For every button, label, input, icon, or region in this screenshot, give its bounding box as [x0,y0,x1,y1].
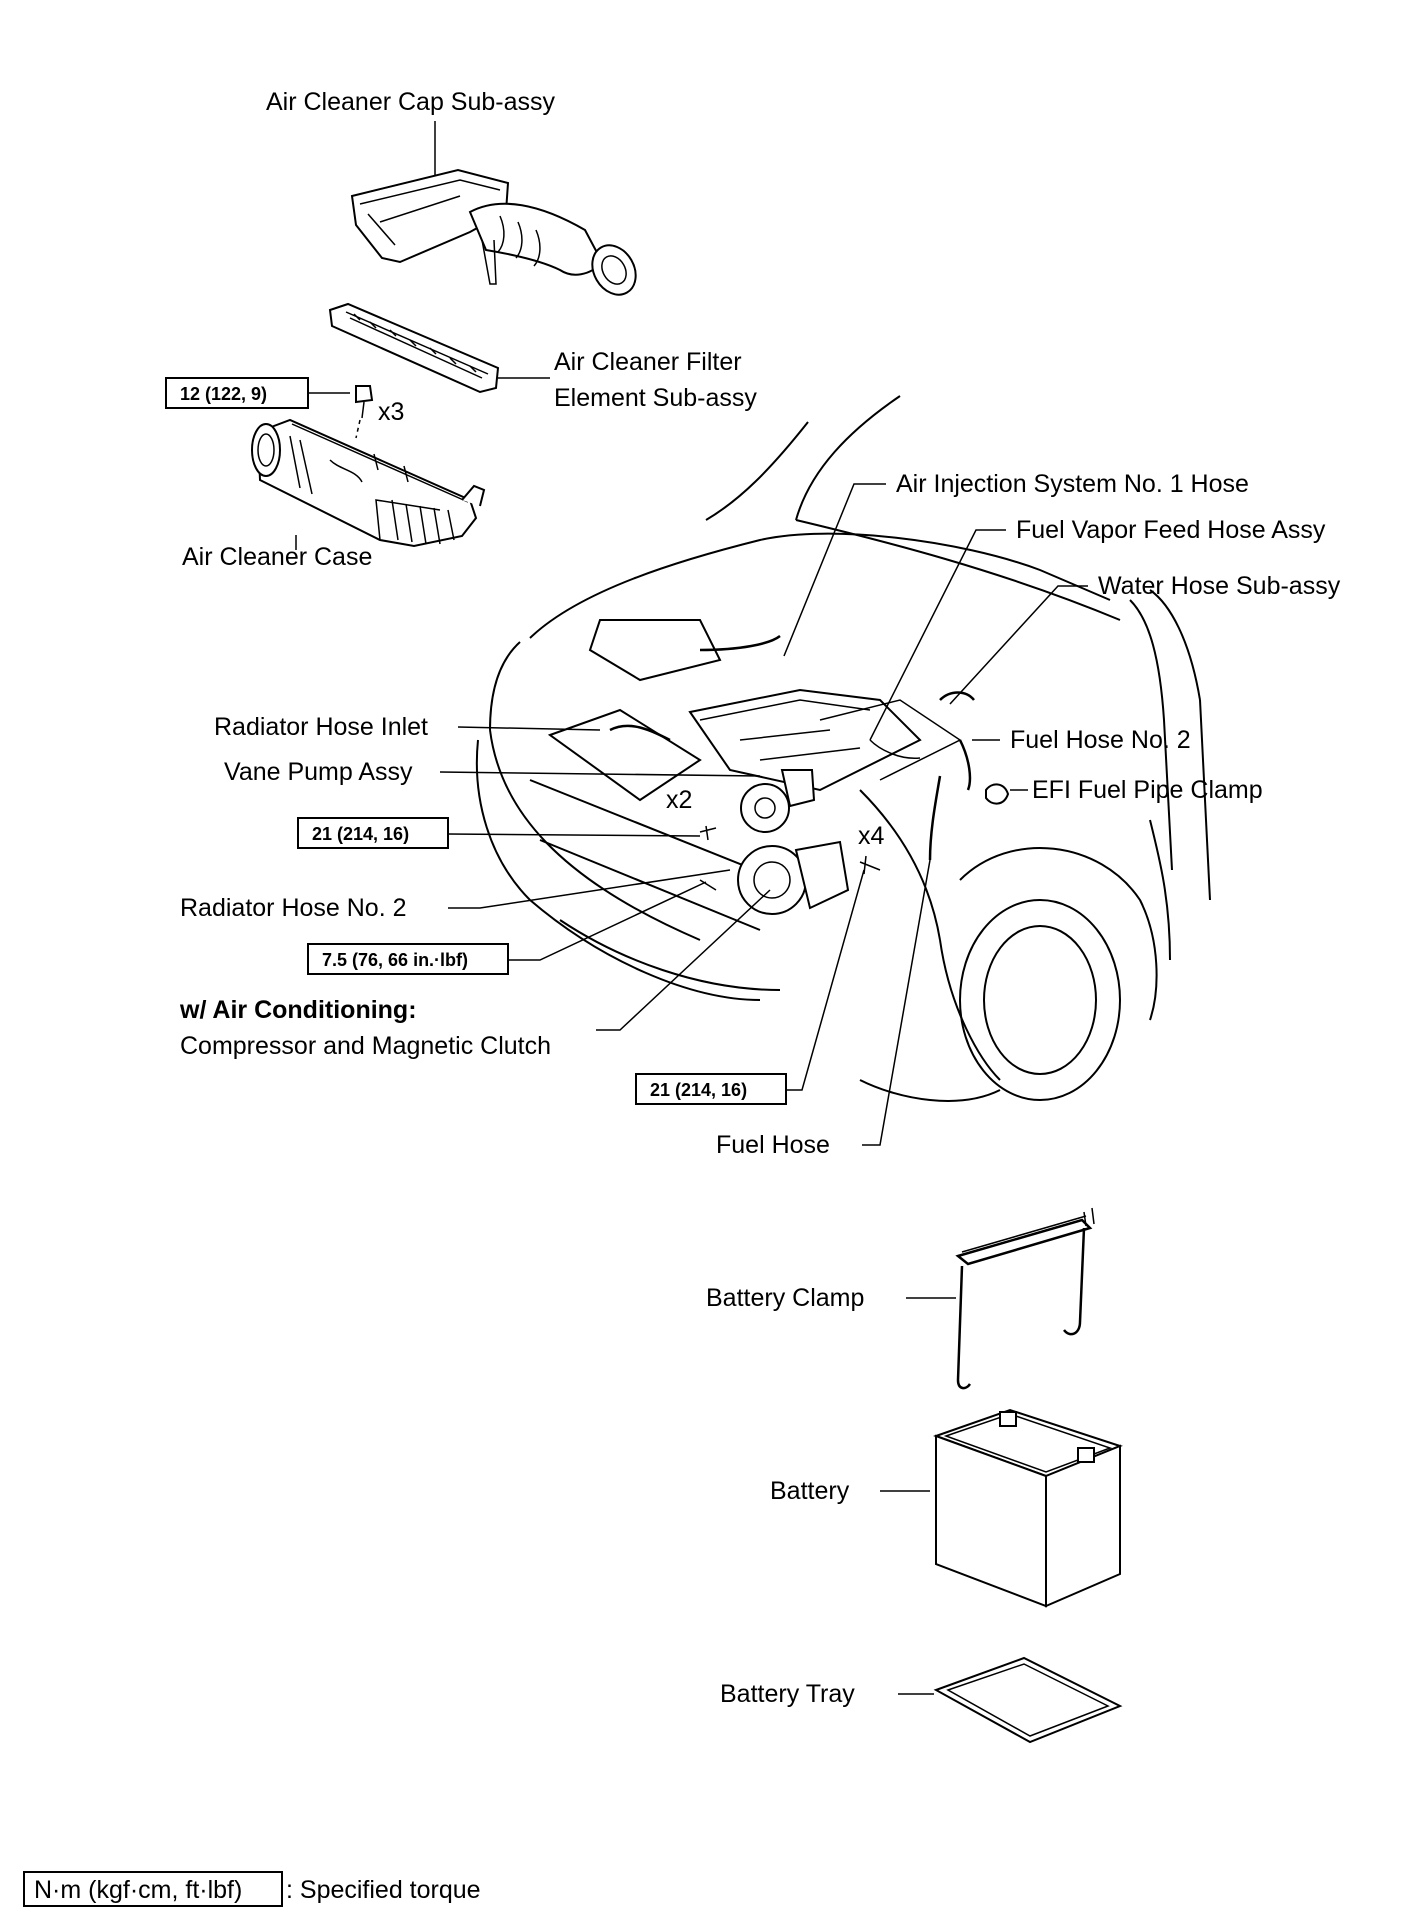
battery-clamp-illustration [955,1207,1095,1390]
air-cleaner-case-illustration [251,418,486,548]
label-compressor: Compressor and Magnetic Clutch [180,1032,551,1060]
qty-x4: x4 [858,822,885,850]
leader-compressor [596,889,771,1031]
leader-water-hose [949,585,1088,705]
label-air-conditioning-heading: w/ Air Conditioning: [179,996,417,1024]
label-vane-pump: Vane Pump Assy [224,758,413,786]
label-air-cleaner-filter-line1: Air Cleaner Filter [554,348,742,376]
label-battery: Battery [770,1477,850,1505]
qty-x3: x3 [378,398,404,426]
leader-radiator-hose-inlet [457,726,601,731]
label-air-cleaner-case: Air Cleaner Case [182,543,372,571]
legend-unit: N·m (kgf·cm, ft·lbf) [34,1876,242,1904]
torque-box-pump-bolt [297,817,449,849]
legend-unit-box [23,1871,283,1907]
label-radiator-hose-inlet: Radiator Hose Inlet [214,713,428,741]
torque-box-hose-bolt [307,943,509,975]
leader-fuel-hose [862,859,931,1146]
label-water-hose: Water Hose Sub-assy [1098,572,1341,600]
battery-tray-illustration [933,1656,1123,1744]
torque-pump-bolt: 21 (214, 16) [312,824,409,844]
leader-vane-pump [439,771,761,777]
label-fuel-vapor-hose: Fuel Vapor Feed Hose Assy [1016,516,1326,544]
vehicle-front-illustration [475,395,1211,1102]
torque-case-bolt: 12 (122, 9) [180,384,267,404]
air-cleaner-cap-illustration [350,168,637,296]
bolt-icon [355,385,374,439]
label-battery-clamp: Battery Clamp [706,1284,864,1312]
leader-fuel-vapor-hose [869,529,1006,741]
label-radiator-hose-no2: Radiator Hose No. 2 [180,894,407,922]
label-fuel-hose-no2: Fuel Hose No. 2 [1010,726,1191,754]
legend-desc: : Specified torque [286,1876,481,1904]
label-fuel-hose: Fuel Hose [716,1131,830,1159]
label-battery-tray: Battery Tray [720,1680,855,1708]
label-efi-clamp: EFI Fuel Pipe Clamp [1032,776,1263,804]
torque-hose-bolt: 7.5 (76, 66 in.·lbf) [322,950,468,970]
qty-x2: x2 [666,786,692,814]
battery-illustration [933,1408,1123,1608]
air-cleaner-filter-illustration [328,302,500,394]
label-air-cleaner-filter-line2: Element Sub-assy [554,384,757,412]
leader-air-injection-hose [783,483,886,657]
torque-compressor-bolt: 21 (214, 16) [650,1080,747,1100]
label-air-cleaner-cap: Air Cleaner Cap Sub-assy [266,88,556,116]
leader-radiator-hose-no2 [448,869,731,909]
torque-box-compressor-bolt [635,1073,787,1105]
label-air-injection-hose: Air Injection System No. 1 Hose [896,470,1249,498]
